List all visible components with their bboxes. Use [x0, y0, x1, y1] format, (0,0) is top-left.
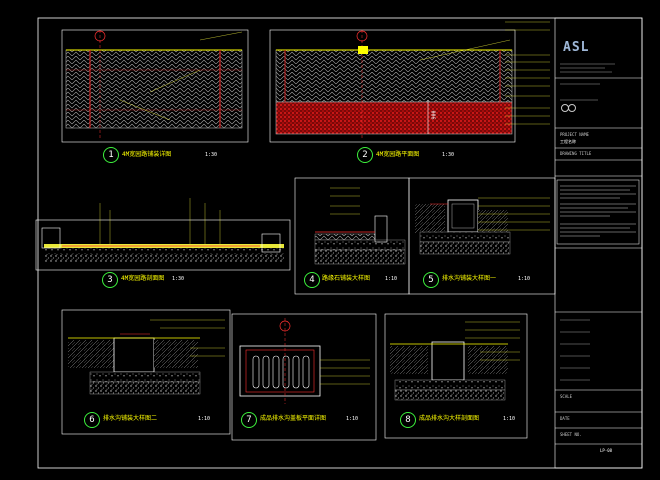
- detail-number-6: 6: [84, 412, 100, 428]
- detail-number-1: 1: [103, 147, 119, 163]
- detail-scale-4: 1:10: [385, 276, 398, 282]
- detail-caption-4: 路缘石铺装大样图: [322, 275, 371, 282]
- detail-caption-1: 4M宽园路铺装详图: [122, 151, 172, 158]
- scale-label: SCALE: [560, 394, 573, 399]
- detail-scale-3: 1:30: [172, 276, 185, 282]
- drawing-title-label: DRAWING TITLE: [560, 151, 592, 156]
- detail-number-3: 3: [102, 272, 118, 288]
- detail-number-5: 5: [423, 272, 439, 288]
- date-label: DATE: [560, 416, 570, 421]
- detail-scale-8: 1:10: [503, 416, 516, 422]
- detail-5-section: [415, 197, 550, 255]
- detail-caption-8: 成品排水沟大样剖面图: [419, 415, 480, 422]
- sheet-label: SHEET NO.: [560, 432, 582, 437]
- detail-caption-3: 4M宽园路剖面图: [121, 275, 165, 282]
- detail-scale-6: 1:10: [198, 416, 211, 422]
- detail-caption-7: 成品排水沟盖板平面详图: [260, 415, 327, 422]
- linked-circles-icon: [561, 104, 576, 112]
- detail-1-plan: [61, 29, 249, 143]
- project-label: PROJECT NAME: [560, 132, 589, 137]
- detail-number-8: 8: [400, 412, 416, 428]
- detail-4-section: [314, 187, 406, 265]
- detail-7-plan: [231, 313, 377, 441]
- company-logo: ASL: [563, 40, 590, 55]
- detail-scale-2: 1:30: [442, 152, 455, 158]
- title-block-fine-print: [560, 63, 615, 381]
- general-notes-text: [560, 185, 636, 237]
- detail-3-section: [35, 198, 291, 271]
- detail-caption-2: 4M宽园路平面图: [376, 151, 420, 158]
- detail-scale-1: 1:30: [205, 152, 218, 158]
- detail-caption-5: 排水沟铺装大样图一: [442, 275, 497, 282]
- detail-number-2: 2: [357, 147, 373, 163]
- detail-scale-5: 1:10: [518, 276, 531, 282]
- detail-8-section: [384, 313, 528, 439]
- detail-scale-7: 1:10: [346, 416, 359, 422]
- detail-caption-6: 排水沟铺装大样图二: [103, 415, 158, 422]
- detail-number-7: 7: [241, 412, 257, 428]
- project-value: 工程名称: [560, 139, 576, 144]
- sheet-value: LP-08: [600, 448, 613, 453]
- detail-2-leaders: [505, 21, 550, 125]
- detail-number-4: 4: [304, 272, 320, 288]
- detail-6-section: [61, 309, 231, 435]
- dimension-label: 900: [431, 110, 438, 120]
- detail-2-plan: [269, 29, 516, 143]
